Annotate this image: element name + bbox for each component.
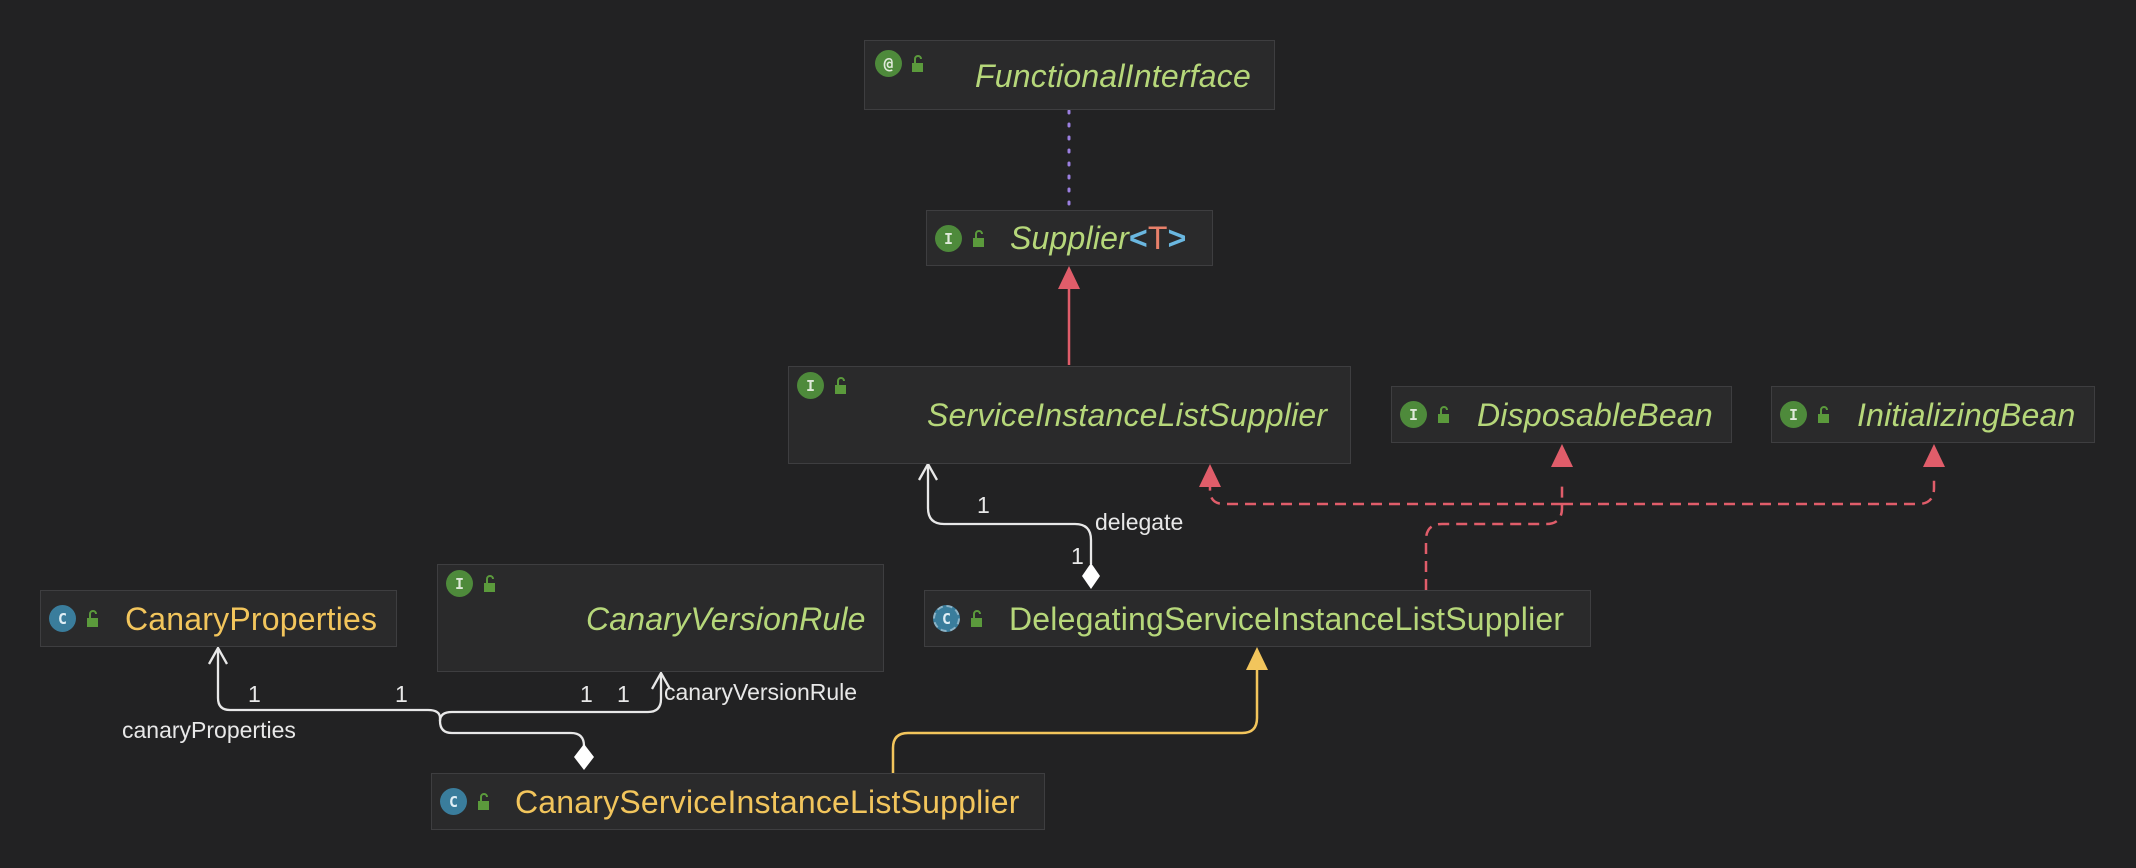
multiplicity-canary-version-rule-source: 1: [580, 681, 593, 707]
association-arrowhead-canary-properties: [207, 645, 229, 665]
edge-label-canary-version-rule: canaryVersionRule: [664, 679, 858, 705]
edge-label-canary-properties: canaryProperties: [122, 717, 296, 743]
interface-badge-icon: I: [446, 570, 473, 597]
node-canary-service-instance-list-supplier[interactable]: C CanaryServiceInstanceListSupplier: [431, 773, 1045, 830]
node-title: CanaryVersionRule: [586, 601, 866, 637]
association-arrowhead-canary-version-rule: [650, 670, 672, 690]
implements-line-initializing: [1562, 480, 1936, 506]
node-functional-interface[interactable]: @ FunctionalInterface: [864, 40, 1275, 110]
generic-close: >: [1167, 220, 1187, 256]
node-title: ServiceInstanceListSupplier: [927, 397, 1328, 433]
unlocked-icon: [973, 230, 984, 247]
unlocked-icon: [971, 610, 982, 627]
node-canary-properties[interactable]: C CanaryProperties: [40, 590, 397, 647]
node-title: CanaryServiceInstanceListSupplier: [515, 784, 1020, 820]
node-title: FunctionalInterface: [975, 58, 1251, 94]
implements-line-delegating: [1424, 485, 1564, 590]
association-arrowhead-delegate: [917, 461, 939, 481]
implements-line-sils: [1208, 484, 1562, 506]
node-delegating-service-instance-list-supplier[interactable]: C DelegatingServiceInstanceListSupplier: [924, 590, 1591, 647]
multiplicity-canary-version-rule-target: 1: [617, 681, 630, 707]
implements-arrowhead-disposable: [1551, 444, 1573, 467]
extends-arrowhead-delegating: [1246, 647, 1268, 670]
extends-line-canary-delegating: [891, 668, 1259, 773]
node-canary-version-rule[interactable]: I CanaryVersionRule: [437, 564, 884, 672]
multiplicity-canary-properties-source: 1: [395, 681, 408, 707]
interface-badge-icon: I: [797, 372, 824, 399]
node-title: CanaryProperties: [125, 601, 378, 637]
unlocked-icon: [478, 793, 489, 810]
abstract-class-badge-icon: C: [933, 605, 960, 632]
unlocked-icon: [87, 610, 98, 627]
composition-diamond-delegate: [1082, 563, 1100, 589]
implements-arrowhead-sils: [1199, 464, 1221, 487]
unlocked-icon: [912, 55, 923, 72]
generic-open: <: [1129, 220, 1148, 256]
composition-diamond-canary: [574, 744, 594, 770]
class-badge-icon: C: [440, 788, 467, 815]
unlocked-icon: [1438, 406, 1449, 423]
interface-badge-icon: I: [935, 225, 962, 252]
association-line-canary-version-rule: [438, 675, 663, 722]
node-title: InitializingBean: [1857, 397, 2076, 433]
node-title: DelegatingServiceInstanceListSupplier: [1009, 601, 1565, 637]
node-title: Supplier<T>: [1010, 220, 1187, 257]
node-supplier[interactable]: I Supplier<T>: [926, 210, 1213, 266]
interface-badge-icon: I: [1400, 401, 1427, 428]
extends-arrowhead-supplier: [1058, 266, 1080, 289]
interface-badge-icon: I: [1780, 401, 1807, 428]
node-name: Supplier: [1010, 220, 1130, 256]
unlocked-icon: [835, 377, 846, 394]
unlocked-icon: [1818, 406, 1829, 423]
multiplicity-delegate-source: 1: [1071, 543, 1084, 569]
association-line-delegate: [926, 466, 1093, 564]
edge-label-delegate: delegate: [1095, 509, 1184, 535]
multiplicity-canary-properties-target: 1: [248, 681, 261, 707]
unlocked-icon: [484, 575, 495, 592]
node-service-instance-list-supplier[interactable]: I ServiceInstanceListSupplier: [788, 366, 1351, 464]
node-title: DisposableBean: [1477, 397, 1713, 433]
multiplicity-delegate-target: 1: [977, 492, 990, 518]
node-initializing-bean[interactable]: I InitializingBean: [1771, 386, 2095, 443]
annotation-badge-icon: @: [875, 50, 902, 77]
generic-param: T: [1147, 220, 1168, 256]
class-badge-icon: C: [49, 605, 76, 632]
node-disposable-bean[interactable]: I DisposableBean: [1391, 386, 1732, 443]
implements-arrowhead-initializing: [1923, 444, 1945, 467]
